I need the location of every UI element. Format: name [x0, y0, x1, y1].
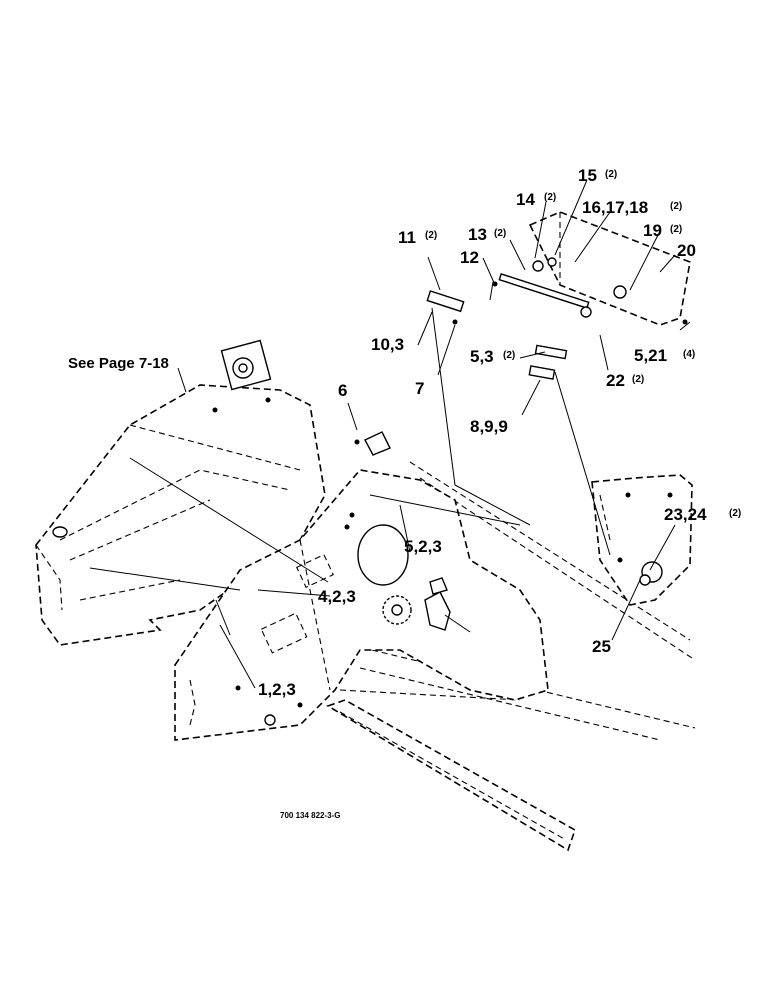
label-19: 19 — [643, 221, 662, 240]
label-15: 15 — [578, 166, 597, 185]
label-16-17-18: 16,17,18 — [582, 198, 648, 217]
label-13-qty: (2) — [494, 228, 506, 239]
label-12: 12 — [460, 248, 479, 267]
assembly-lines — [89, 307, 611, 636]
label-5-21: 5,21 — [634, 346, 667, 365]
label-14: 14 — [516, 190, 535, 209]
label-see-page: See Page 7-18 — [68, 355, 169, 372]
label-19-qty: (2) — [670, 224, 682, 235]
label-5-21-qty: (4) — [683, 349, 695, 360]
label-6: 6 — [338, 381, 347, 400]
right-bracket — [591, 474, 693, 606]
label-13: 13 — [468, 225, 487, 244]
label-20: 20 — [677, 241, 696, 260]
label-8-9-9: 8,9,9 — [470, 417, 508, 436]
label-7: 7 — [415, 379, 424, 398]
drawing-number: 700 134 822-3-G — [280, 811, 341, 820]
drive-sprocket — [382, 577, 471, 633]
label-5-3-qty: (2) — [503, 350, 515, 361]
label-22-qty: (2) — [632, 374, 644, 385]
label-15-qty: (2) — [605, 169, 617, 180]
label-22: 22 — [606, 371, 625, 390]
label-5-2-3: 5,2,3 — [404, 537, 442, 556]
cutter-bar — [326, 699, 576, 852]
label-11: 11 — [398, 228, 416, 247]
side-frame — [174, 469, 549, 741]
label-5-3: 5,3 — [470, 347, 494, 366]
label-25: 25 — [592, 637, 611, 656]
label-leaders — [177, 179, 691, 689]
label-23-24-qty: (2) — [729, 508, 741, 519]
label-14-qty: (2) — [544, 192, 556, 203]
label-1-2-3: 1,2,3 — [258, 680, 296, 699]
label-10-3: 10,3 — [371, 335, 404, 354]
label-16-17-18-qty: (2) — [670, 201, 682, 212]
label-11-qty: (2) — [425, 230, 437, 241]
label-23-24: 23,24 — [664, 505, 707, 524]
label-4-2-3: 4,2,3 — [318, 587, 356, 606]
item-6-bracket — [354, 431, 391, 456]
callout-labels: See Page 7-18 6 7 8,9,9 10,3 11 (2) 12 1… — [68, 166, 741, 820]
upper-shield — [426, 211, 691, 380]
